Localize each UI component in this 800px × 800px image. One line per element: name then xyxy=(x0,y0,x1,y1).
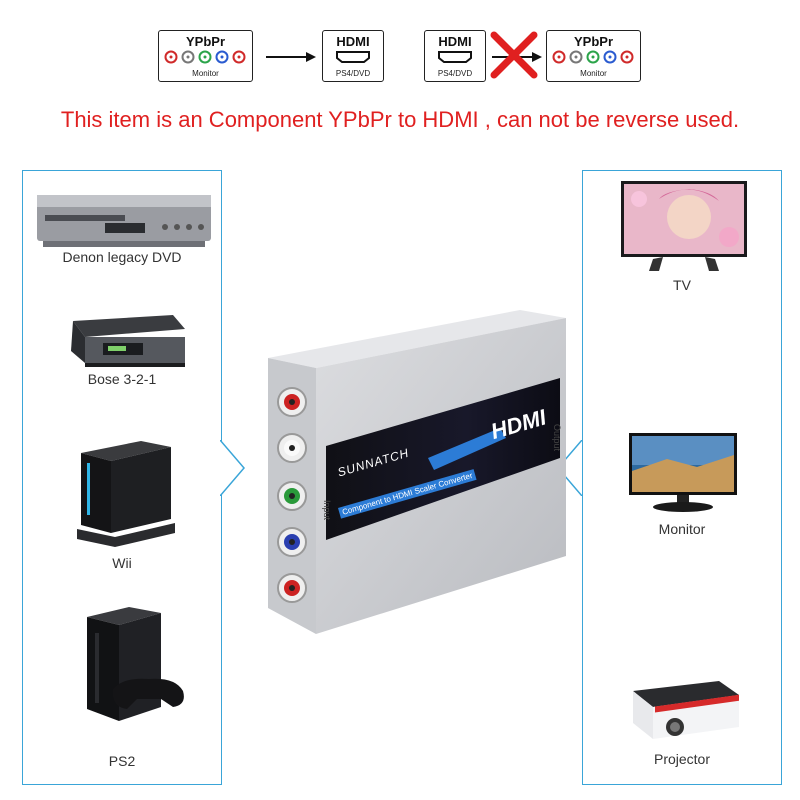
hdmi-title: HDMI xyxy=(336,34,370,49)
ypbpr-sub: Monitor xyxy=(580,69,607,78)
projector-image xyxy=(633,681,739,739)
ypbpr-title: YPbPr xyxy=(573,34,613,49)
rca-connector-icon xyxy=(547,50,640,64)
ypbpr-sub: Monitor xyxy=(192,69,219,78)
ypbpr-monitor-badge-right: YPbPr Monitor xyxy=(546,30,641,82)
hdmi-ps4-badge-right: HDMI PS4/DVD xyxy=(424,30,486,82)
right-arrow-icon xyxy=(266,52,316,62)
converter-input-label: Input xyxy=(322,500,332,521)
input-label-wii: Wii xyxy=(112,555,132,571)
converter-box-image xyxy=(268,310,566,634)
input-devices-panel: Denon legacy DVD Bose 3-2-1 Wii PS2 xyxy=(22,170,222,785)
left-panel-pointer xyxy=(220,440,245,496)
bose-system-image xyxy=(71,315,185,367)
input-label-dvd: Denon legacy DVD xyxy=(62,249,182,265)
hdmi-sub: PS4/DVD xyxy=(437,69,473,78)
input-label-ps2: PS2 xyxy=(108,753,136,769)
output-label-monitor: Monitor xyxy=(658,521,706,537)
rca-connector-icon xyxy=(159,50,252,64)
output-devices-panel: TV Monitor Projector xyxy=(582,170,782,785)
ypbpr-title: YPbPr xyxy=(185,34,225,49)
wii-console-image xyxy=(77,441,175,547)
hdmi-port-icon xyxy=(323,50,383,64)
output-label-projector: Projector xyxy=(653,751,711,767)
hdmi-port-icon xyxy=(425,50,485,64)
hdmi-title: HDMI xyxy=(438,34,472,49)
ypbpr-monitor-badge: YPbPr Monitor xyxy=(158,30,253,82)
input-label-bose: Bose 3-2-1 xyxy=(87,371,157,387)
red-cross-icon xyxy=(490,31,538,79)
hdmi-sub: PS4/DVD xyxy=(335,69,371,78)
rca-jacks xyxy=(277,387,307,603)
monitor-image xyxy=(629,433,737,512)
hdmi-ps4-badge-left: HDMI PS4/DVD xyxy=(322,30,384,82)
converter-output-label: Output xyxy=(552,424,562,452)
output-label-tv: TV xyxy=(673,277,691,293)
reverse-use-notice: This item is an Component YPbPr to HDMI … xyxy=(60,107,740,132)
tv-image xyxy=(621,181,747,271)
ps2-console-image xyxy=(87,607,184,721)
dvd-player-image xyxy=(37,195,211,247)
